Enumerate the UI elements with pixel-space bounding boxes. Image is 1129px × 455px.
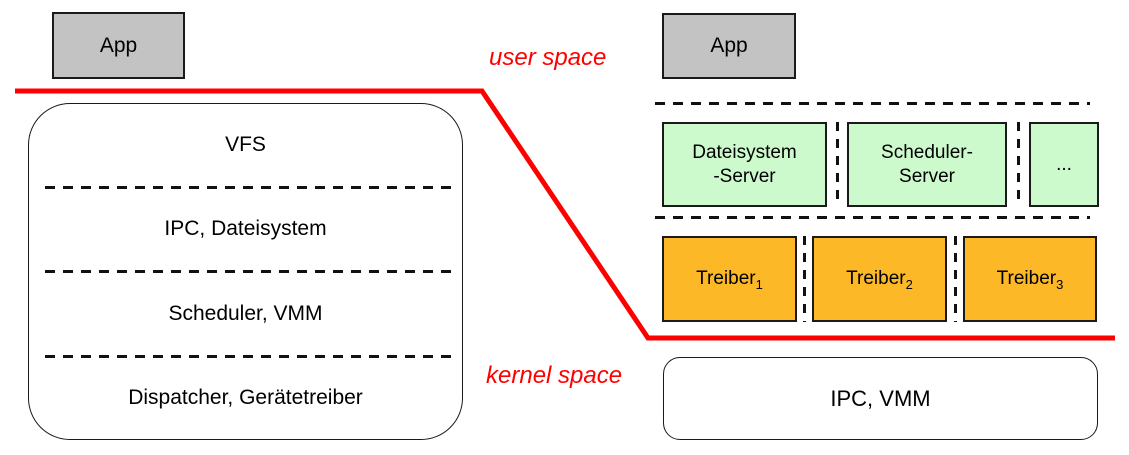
layer-dispatcher-geraetetreiber-label: Dispatcher, Gerätetreiber [128,386,363,410]
treiber3-label: Treiber3 [996,268,1064,292]
layer-ipc-dateisystem-label: IPC, Dateisystem [164,217,327,241]
left-app-box: App [52,12,185,79]
servers-bottom-dashed-line [655,216,1090,219]
kernel-space-label: kernel space [486,362,623,389]
right-app-label: App [710,34,748,57]
treiber2-subscript: 2 [905,276,913,292]
right-app-box: App [662,13,796,79]
layer-scheduler-vmm: Scheduler, VMM [29,273,462,355]
layer-vfs: VFS [29,104,462,186]
monolithic-kernel-box: VFS IPC, Dateisystem Scheduler, VMM Disp… [28,103,463,440]
treiber2-text: Treiber [846,268,906,289]
layer-vfs-label: VFS [225,132,266,156]
layer-divider-dashed [45,270,454,273]
layer-scheduler-vmm-label: Scheduler, VMM [168,301,323,325]
treiber1-box: Treiber1 [662,236,797,322]
layer-divider-dashed [45,185,454,189]
treiber2-label: Treiber2 [846,268,913,292]
layer-divider-dashed [45,354,454,358]
server-divider-dashed [836,122,839,207]
dateisystem-server-box: Dateisystem -Server [662,122,827,207]
more-servers-box: ... [1029,122,1099,207]
layer-dispatcher-geraetetreiber: Dispatcher, Gerätetreiber [29,358,462,440]
treiber3-box: Treiber3 [963,236,1097,322]
microkernel-ipc-vmm-label: IPC, VMM [830,385,931,411]
more-servers-label: ... [1056,153,1072,175]
treiber3-subscript: 3 [1056,276,1064,292]
servers-top-dashed-line [655,102,1090,105]
treiber1-subscript: 1 [755,276,763,292]
treiber3-text: Treiber [996,268,1057,289]
left-app-label: App [99,33,138,57]
scheduler-server-line1: Scheduler- [881,141,973,163]
driver-divider-dashed [954,236,957,322]
server-divider-dashed [1017,122,1020,207]
microkernel-ipc-vmm-box: IPC, VMM [663,357,1098,440]
dateisystem-server-line2: -Server [713,165,776,187]
treiber2-box: Treiber2 [812,236,947,322]
treiber1-text: Treiber [696,268,756,289]
driver-divider-dashed [803,236,806,322]
scheduler-server-line2: Server [899,165,955,187]
dateisystem-server-line1: Dateisystem [692,141,797,163]
user-space-label: user space [489,44,607,71]
layer-ipc-dateisystem: IPC, Dateisystem [29,189,462,271]
scheduler-server-box: Scheduler- Server [847,122,1007,207]
treiber1-label: Treiber1 [696,268,763,292]
